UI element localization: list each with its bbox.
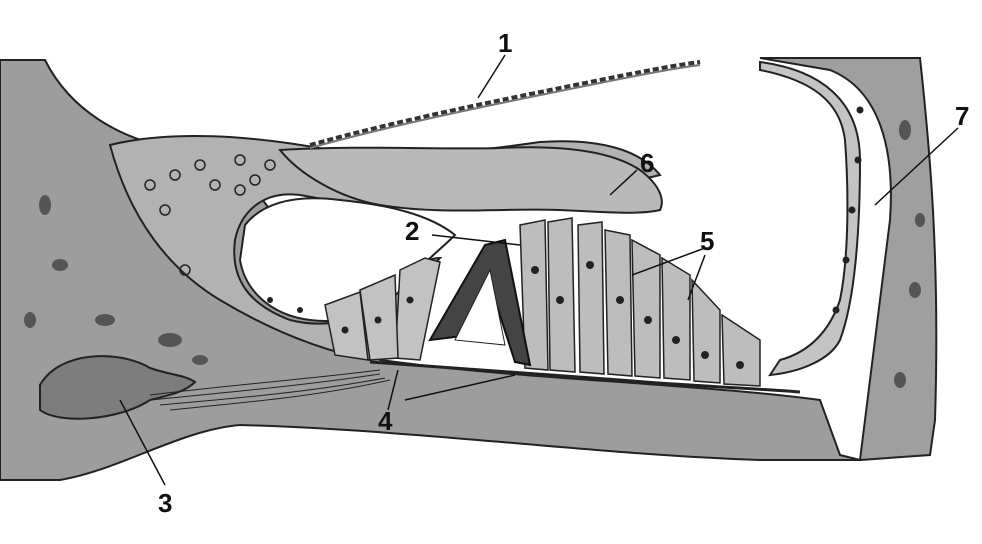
organ-of-corti	[519, 217, 761, 387]
nucleus	[701, 351, 709, 359]
nuclei	[267, 106, 864, 369]
nerve-fiber	[149, 369, 381, 396]
tectorial-membrane	[278, 146, 663, 214]
nucleus	[848, 206, 856, 214]
support-cell	[547, 217, 576, 373]
spiral-ganglion	[39, 355, 197, 420]
cell	[169, 169, 181, 181]
lacuna	[24, 312, 36, 328]
nucleus	[267, 297, 273, 303]
lacuna	[894, 372, 906, 388]
label-3: 3	[158, 488, 172, 518]
support-cell	[721, 313, 761, 387]
nucleus	[854, 156, 862, 164]
stria-vascularis	[759, 60, 862, 377]
nucleus	[406, 296, 414, 304]
cell	[194, 159, 206, 171]
cell	[264, 159, 276, 171]
nerve-fiber	[159, 377, 386, 406]
nucleus	[556, 296, 564, 304]
nucleus	[672, 336, 680, 344]
reissner-membrane	[309, 60, 701, 147]
support-cell	[577, 221, 605, 375]
leader-line-2	[431, 234, 521, 246]
nucleus	[616, 296, 624, 304]
nucleus	[736, 361, 744, 369]
nucleus	[586, 261, 594, 269]
leader-line-5b	[687, 254, 706, 301]
nucleus	[842, 256, 850, 264]
lacuna	[52, 259, 68, 271]
leader-line-6	[609, 169, 638, 196]
leader-line-3	[119, 399, 166, 486]
cell	[159, 204, 171, 216]
cell	[209, 179, 221, 191]
leader-line-1	[477, 54, 506, 99]
reissner-membrane-twist	[309, 64, 701, 149]
nucleus	[531, 266, 539, 274]
nucleus	[644, 316, 652, 324]
bone-lacunae	[24, 120, 925, 388]
lacuna	[899, 120, 911, 140]
lacuna	[915, 213, 925, 227]
inner-cells	[324, 257, 441, 361]
lacuna	[39, 195, 51, 215]
bone-right	[759, 57, 938, 462]
nerve-fibers-bundle	[149, 369, 391, 411]
basilar-membrane	[369, 360, 801, 394]
cell	[179, 264, 191, 276]
leader-line-5a	[631, 247, 706, 276]
label-4: 4	[378, 406, 393, 436]
support-cell	[661, 256, 691, 381]
leader-line-4a	[387, 369, 399, 411]
cell	[144, 179, 156, 191]
lacuna	[192, 355, 208, 365]
cell	[234, 154, 246, 166]
inner-cell	[394, 257, 441, 361]
support-cell	[519, 219, 549, 371]
nucleus	[374, 316, 382, 324]
lacuna	[95, 314, 115, 326]
nucleus	[856, 106, 864, 114]
inner-cell	[324, 290, 369, 361]
nerve-fiber	[169, 379, 391, 411]
label-5: 5	[700, 226, 714, 256]
leader-line-4b	[404, 374, 516, 401]
support-cell	[691, 278, 721, 384]
support-cell	[631, 238, 661, 379]
leader-line-7	[874, 127, 959, 206]
lacuna	[909, 282, 921, 298]
cell	[249, 174, 261, 186]
cell	[234, 184, 246, 196]
lacuna	[158, 333, 182, 347]
limbus-cells	[144, 154, 276, 276]
label-2: 2	[405, 216, 419, 246]
nerve-fiber	[149, 373, 381, 401]
nucleus	[341, 326, 349, 334]
leader-lines	[119, 54, 959, 486]
nucleus	[297, 307, 303, 313]
tunnel-of-corti	[454, 268, 506, 346]
label-7: 7	[955, 101, 969, 131]
label-6: 6	[640, 148, 654, 178]
nucleus	[832, 306, 840, 314]
label-1: 1	[498, 28, 512, 58]
inner-sulcus	[238, 197, 457, 322]
